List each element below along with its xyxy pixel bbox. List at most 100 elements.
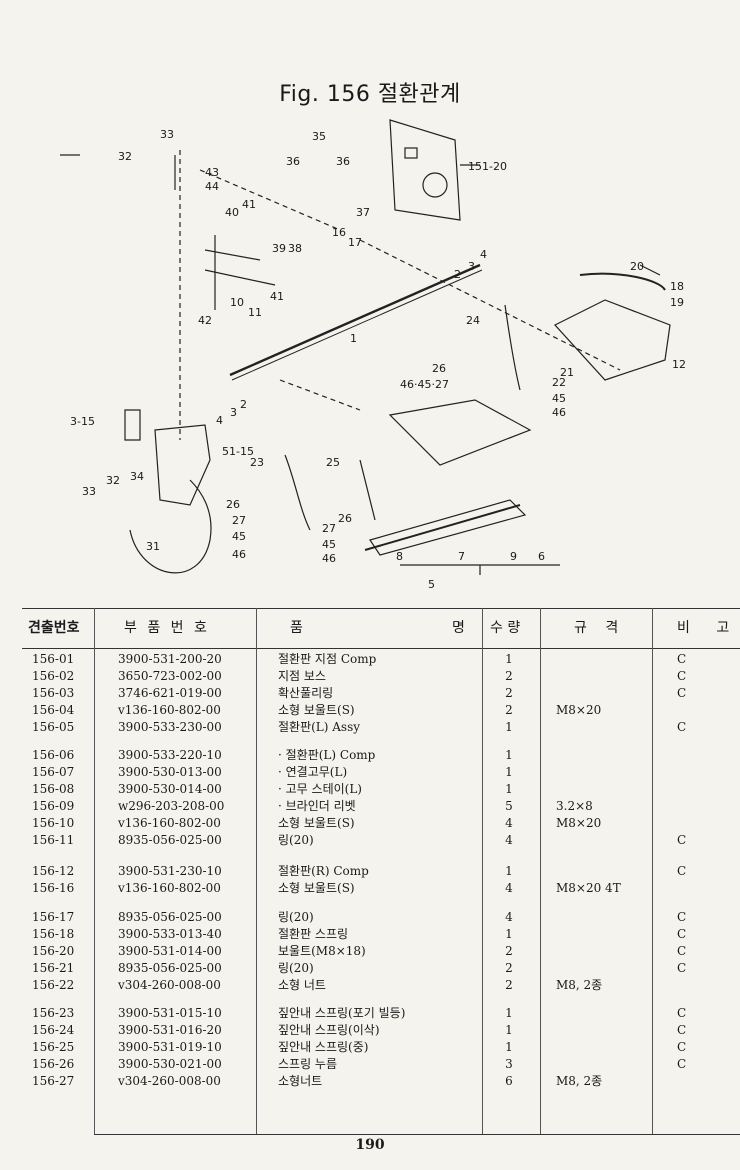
- page-number: 190: [355, 1137, 385, 1153]
- table-row: 156-01 3900-531-200-20 절환판 지점 Comp 1 C: [22, 650, 740, 668]
- cell-name: 절환판(L) Assy: [278, 720, 361, 734]
- cell-part: 8935-056-025-00: [118, 961, 222, 975]
- cell-spec: M8×20: [556, 816, 602, 830]
- cell-part: 8935-056-025-00: [118, 910, 222, 924]
- exploded-parts-diagram: 33 32 35 36 36 151-20 43 44 41 40 39 38 …: [60, 110, 700, 600]
- header-name-left: 품: [290, 620, 303, 636]
- cell-part: 3900-531-014-00: [118, 944, 222, 958]
- cell-remark: C: [677, 686, 687, 700]
- cell-spec: M8×20: [556, 703, 602, 717]
- header-name-right: 명: [452, 620, 465, 636]
- cell-part: v304-260-008-00: [118, 1074, 221, 1088]
- cell-qty: 2: [505, 669, 513, 683]
- callout: 20: [630, 260, 644, 273]
- cell-qty: 4: [505, 881, 513, 895]
- callout: 38: [288, 242, 302, 255]
- table-row: 156-11 8935-056-025-00 링(20) 4 C: [22, 831, 740, 849]
- diagram-linework: [60, 119, 671, 575]
- callout: 27: [322, 522, 336, 535]
- table-row: 156-24 3900-531-016-20 짚안내 스프링(이삭) 1 C: [22, 1021, 740, 1039]
- table-row: 156-02 3650-723-002-00 지점 보스 2 C: [22, 667, 740, 685]
- callout: 10: [230, 296, 244, 309]
- callout: 37: [356, 206, 370, 219]
- cell-name: 절환판(R) Comp: [278, 864, 369, 878]
- figure-title: Fig. 156 절환관계: [279, 82, 461, 107]
- cell-qty: 1: [505, 720, 513, 734]
- cell-remark: C: [677, 720, 687, 734]
- cell-no: 156-16: [32, 881, 75, 895]
- callout: 8: [396, 550, 403, 563]
- callout: 12: [672, 358, 686, 371]
- cell-qty: 4: [505, 833, 513, 847]
- callout: 3: [468, 260, 475, 273]
- cell-name: 소형 보울트(S): [278, 703, 355, 717]
- cell-no: 156-04: [32, 703, 75, 717]
- cell-name: 링(20): [278, 961, 314, 975]
- cell-no: 156-17: [32, 910, 75, 924]
- callout: 42: [198, 314, 212, 327]
- callout: 1: [350, 332, 357, 345]
- cell-part: 3900-530-014-00: [118, 782, 222, 796]
- cell-no: 156-09: [32, 799, 75, 813]
- callout: 7: [458, 550, 465, 563]
- cell-name: · 연결고무(L): [278, 765, 348, 779]
- cell-qty: 5: [505, 799, 513, 813]
- callout: 41: [270, 290, 284, 303]
- cell-qty: 1: [505, 927, 513, 941]
- cell-remark: C: [677, 669, 687, 683]
- callout: 45: [322, 538, 336, 551]
- callout: 45: [552, 392, 566, 405]
- callout: 43: [205, 166, 219, 179]
- cell-name: · 절환판(L) Comp: [278, 748, 376, 762]
- callout: 46: [322, 552, 336, 565]
- cell-qty: 1: [505, 1040, 513, 1054]
- cell-remark: C: [677, 927, 687, 941]
- cell-no: 156-26: [32, 1057, 75, 1071]
- cell-part: v136-160-802-00: [118, 703, 221, 717]
- cell-remark: C: [677, 652, 687, 666]
- cell-remark: C: [677, 1023, 687, 1037]
- header-no: 견출번호: [28, 620, 80, 636]
- callout: 31: [146, 540, 160, 553]
- cell-remark: C: [677, 1040, 687, 1054]
- cell-part: 3900-533-220-10: [118, 748, 222, 762]
- cell-remark: C: [677, 864, 687, 878]
- callout: 36: [336, 155, 350, 168]
- callout: 36: [286, 155, 300, 168]
- header-qty: 수 량: [490, 620, 521, 636]
- cell-part: 3900-531-019-10: [118, 1040, 222, 1054]
- cell-spec: M8, 2종: [556, 1074, 603, 1088]
- cell-name: 소형 너트: [278, 978, 326, 992]
- cell-name: 소형너트: [278, 1074, 323, 1088]
- cell-remark: C: [677, 833, 687, 847]
- cell-remark: C: [677, 910, 687, 924]
- callout: 26: [338, 512, 352, 525]
- callout: 51-15: [222, 445, 254, 458]
- cell-qty: 1: [505, 1006, 513, 1020]
- callout: 11: [248, 306, 262, 319]
- table-row: 156-21 8935-056-025-00 링(20) 2 C: [22, 959, 740, 977]
- cell-remark: C: [677, 1006, 687, 1020]
- table-row: 156-09 w296-203-208-00 · 브라인더 리벳 5 3.2×8: [22, 797, 740, 815]
- cell-name: 절환판 지점 Comp: [278, 652, 377, 666]
- table-row: 156-18 3900-533-013-40 절환판 스프링 1 C: [22, 925, 740, 943]
- cell-qty: 3: [505, 1057, 513, 1071]
- callout: 32: [106, 474, 120, 487]
- callout: 46: [232, 548, 246, 561]
- callout: 39: [272, 242, 286, 255]
- cell-name: 짚안내 스프링(이삭): [278, 1023, 380, 1037]
- column-divider: [94, 608, 95, 1134]
- cell-no: 156-10: [32, 816, 75, 830]
- callout: 23: [250, 456, 264, 469]
- cell-no: 156-27: [32, 1074, 75, 1088]
- table-row: 156-23 3900-531-015-10 짚안내 스프링(포기 빌등) 1 …: [22, 1004, 740, 1022]
- cell-no: 156-08: [32, 782, 75, 796]
- callout: 3: [230, 406, 237, 419]
- diagram-svg: 33 32 35 36 36 151-20 43 44 41 40 39 38 …: [60, 119, 686, 591]
- callout: 44: [205, 180, 219, 193]
- callout: 17: [348, 236, 362, 249]
- callout: 26: [226, 498, 240, 511]
- table-row: 156-06 3900-533-220-10 · 절환판(L) Comp 1: [22, 746, 740, 764]
- cell-name: 보울트(M8×18): [278, 944, 366, 958]
